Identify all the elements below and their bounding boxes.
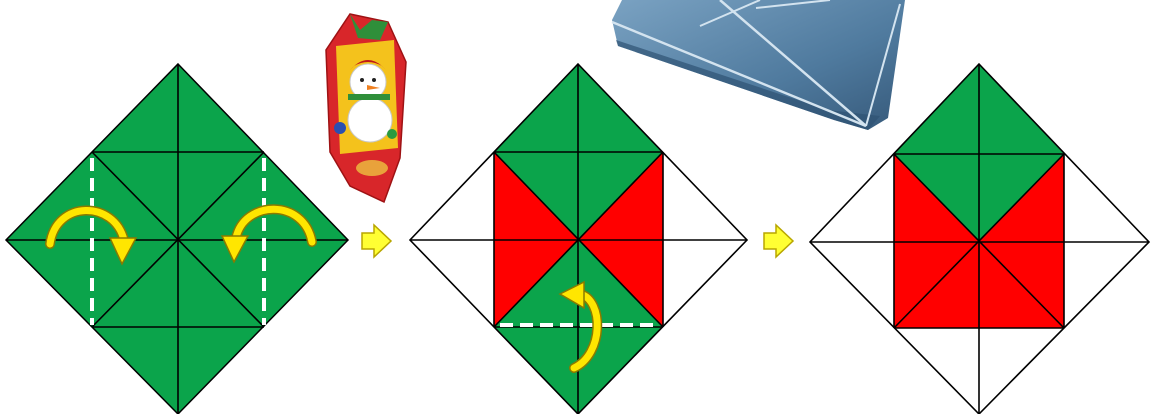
fold-step-2 [410, 64, 747, 414]
fold-step-1 [6, 64, 348, 414]
block-arrow-right-icon [764, 225, 793, 257]
block-arrow-right-icon [362, 225, 391, 257]
candy-box-photo [326, 14, 406, 202]
blue-box-photo [612, 0, 905, 130]
